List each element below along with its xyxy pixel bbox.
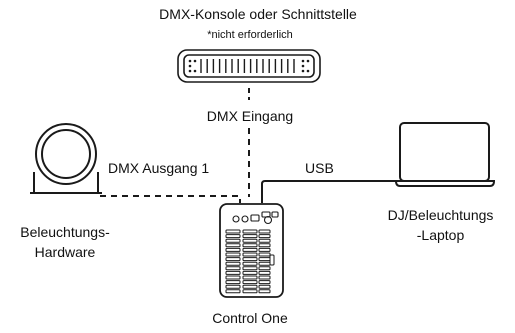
control-one-key: [225, 280, 241, 285]
control-one-button-grid: [225, 229, 271, 294]
control-one-key: [242, 284, 258, 289]
control-one-key: [242, 247, 258, 252]
control-one-key: [225, 238, 241, 243]
dmx-out-label: DMX Ausgang 1: [108, 160, 210, 176]
dmx-in-label: DMX Eingang: [206, 108, 294, 124]
control-one-key: [242, 266, 258, 271]
control-one-key: [242, 280, 258, 285]
control-one-device-icon: [219, 203, 284, 298]
console-slider-ticks: [200, 59, 295, 73]
hardware-label: Beleuchtungs- Hardware: [0, 222, 130, 262]
usb-label: USB: [305, 160, 334, 176]
control-one-key: [225, 261, 241, 266]
control-one-key: [242, 270, 258, 275]
control-one-key: [242, 243, 258, 248]
control-one-key: [242, 238, 258, 243]
control-one-key: [258, 284, 271, 289]
control-one-key: [258, 234, 271, 239]
control-one-key: [225, 266, 241, 271]
control-one-key: [225, 252, 241, 257]
laptop-label: DJ/Beleuchtungs -Laptop: [368, 205, 513, 245]
laptop-label-line2: -Laptop: [416, 227, 465, 243]
control-one-key: [225, 243, 241, 248]
control-one-key: [242, 261, 258, 266]
control-one-key: [242, 229, 258, 234]
control-one-key: [225, 270, 241, 275]
control-one-key: [225, 275, 241, 280]
control-one-key: [258, 280, 271, 285]
control-one-key: [242, 289, 258, 294]
control-one-key: [258, 229, 271, 234]
control-one-key: [225, 284, 241, 289]
control-one-key: [242, 257, 258, 262]
control-one-key: [258, 238, 271, 243]
usb-cable-line: [261, 180, 398, 203]
control-one-key: [258, 289, 271, 294]
control-one-key: [258, 252, 271, 257]
dmx-console-icon: [177, 49, 321, 83]
control-one-key: [258, 243, 271, 248]
control-one-key: [225, 247, 241, 252]
control-one-key: [242, 275, 258, 280]
control-one-key: [225, 229, 241, 234]
hardware-label-line2: Hardware: [34, 244, 96, 260]
control-one-key: [225, 234, 241, 239]
console-note: *nicht erforderlich: [207, 29, 293, 41]
dmx-out-line: [100, 195, 241, 203]
control-one-key: [258, 266, 271, 271]
laptop-icon: [394, 122, 496, 187]
lighting-fixture-icon: [30, 123, 102, 194]
console-title: DMX-Konsole oder Schnittstelle: [159, 6, 357, 22]
control-one-key: [258, 275, 271, 280]
control-one-key: [258, 247, 271, 252]
control-one-key: [225, 289, 241, 294]
control-one-key: [225, 257, 241, 262]
control-one-key: [242, 252, 258, 257]
control-one-label: Control One: [212, 310, 288, 326]
control-one-key: [258, 270, 271, 275]
control-one-key: [242, 234, 258, 239]
laptop-label-line1: DJ/Beleuchtungs: [387, 207, 494, 223]
hardware-label-line1: Beleuchtungs-: [20, 224, 110, 240]
